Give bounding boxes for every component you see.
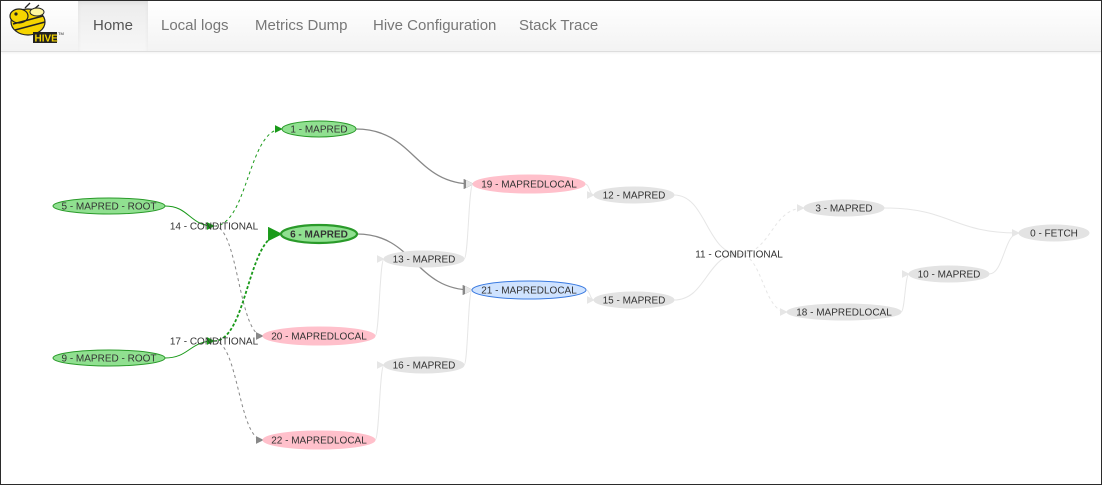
stage-node-5[interactable]: 5 - MAPRED - ROOT bbox=[52, 197, 166, 215]
stage-node-1[interactable]: 1 - MAPRED bbox=[281, 120, 357, 138]
stage-node-0[interactable]: 0 - FETCH bbox=[1018, 224, 1090, 242]
edge-n12-to-n11 bbox=[673, 194, 740, 258]
stage-node-shape-21 bbox=[471, 280, 587, 300]
stage-node-18[interactable]: 18 - MAPREDLOCAL bbox=[786, 303, 902, 321]
stage-node-shape-3 bbox=[803, 199, 885, 217]
edge-n19-to-n12 bbox=[584, 183, 595, 199]
stage-node-shape-20 bbox=[262, 326, 376, 346]
tab-home-label: Home bbox=[93, 17, 134, 34]
stage-node-6[interactable]: 6 - MAPRED bbox=[279, 223, 359, 245]
stage-node-22[interactable]: 22 - MAPREDLOCAL bbox=[262, 430, 376, 450]
stage-node-shape-0 bbox=[1018, 224, 1090, 242]
stage-node-label-15: 15 - MAPRED bbox=[603, 296, 666, 307]
stage-node-label-14: 14 - CONDITIONAL bbox=[170, 222, 259, 233]
tab-metrics-dump-label: Metrics Dump bbox=[255, 17, 348, 34]
edge-n13-to-n19 bbox=[463, 180, 474, 260]
hive-logo[interactable]: HIVE TM bbox=[3, 2, 65, 48]
edge-n11-to-n18 bbox=[738, 253, 788, 316]
tab-local-logs[interactable]: Local logs bbox=[146, 1, 244, 51]
hive-bee-icon: HIVE TM bbox=[9, 2, 64, 45]
edge-n10-to-n0 bbox=[988, 229, 1020, 275]
stage-node-label-16: 16 - MAPRED bbox=[393, 361, 456, 372]
stage-node-14[interactable]: 14 - CONDITIONAL bbox=[170, 222, 259, 233]
stage-node-shape-13 bbox=[383, 250, 465, 268]
stage-node-12[interactable]: 12 - MAPRED bbox=[593, 186, 675, 204]
stage-node-shape-15 bbox=[593, 291, 675, 309]
stage-node-label-5: 5 - MAPRED - ROOT bbox=[61, 202, 156, 213]
stage-node-19[interactable]: 19 - MAPREDLOCAL bbox=[472, 174, 586, 194]
stage-node-shape-6 bbox=[279, 223, 359, 245]
stage-node-13[interactable]: 13 - MAPRED bbox=[383, 250, 465, 268]
stage-node-label-10: 10 - MAPRED bbox=[918, 270, 981, 281]
stage-node-shape-10 bbox=[908, 265, 990, 283]
stage-node-label-3: 3 - MAPRED bbox=[815, 204, 872, 215]
tab-stack-trace-label: Stack Trace bbox=[519, 17, 599, 34]
tab-local-logs-label: Local logs bbox=[161, 17, 229, 34]
stage-node-20[interactable]: 20 - MAPREDLOCAL bbox=[262, 326, 376, 346]
stage-node-10[interactable]: 10 - MAPRED bbox=[908, 265, 990, 283]
stage-node-shape-19 bbox=[472, 174, 586, 194]
stage-node-label-17: 17 - CONDITIONAL bbox=[170, 337, 259, 348]
stage-node-label-19: 19 - MAPREDLOCAL bbox=[481, 180, 577, 191]
tab-stack-trace[interactable]: Stack Trace bbox=[504, 1, 613, 51]
tab-home[interactable]: Home bbox=[78, 1, 149, 51]
edge-n22-to-n16 bbox=[374, 361, 385, 441]
stage-node-3[interactable]: 3 - MAPRED bbox=[803, 199, 885, 217]
edge-n17-to-n6 bbox=[213, 226, 283, 342]
stage-node-label-22: 22 - MAPREDLOCAL bbox=[271, 436, 367, 447]
tab-hive-configuration[interactable]: Hive Configuration bbox=[358, 1, 511, 51]
stage-node-shape-5 bbox=[52, 197, 166, 215]
stage-node-label-12: 12 - MAPRED bbox=[603, 191, 666, 202]
edge-n16-to-n21 bbox=[463, 286, 473, 366]
stage-node-label-18: 18 - MAPREDLOCAL bbox=[796, 308, 892, 319]
stage-node-label-13: 13 - MAPRED bbox=[393, 255, 456, 266]
stage-node-shape-12 bbox=[593, 186, 675, 204]
tab-hive-configuration-label: Hive Configuration bbox=[373, 17, 497, 34]
stage-node-label-1: 1 - MAPRED bbox=[290, 125, 347, 136]
edge-n5-to-n14 bbox=[164, 205, 215, 230]
edge-n18-to-n10 bbox=[900, 270, 910, 313]
stage-node-shape-22 bbox=[262, 430, 376, 450]
stage-node-label-6: 6 - MAPRED bbox=[290, 230, 348, 241]
stage-node-label-11: 11 - CONDITIONAL bbox=[695, 250, 783, 261]
stage-node-15[interactable]: 15 - MAPRED bbox=[593, 291, 675, 309]
stage-node-11[interactable]: 11 - CONDITIONAL bbox=[695, 250, 783, 261]
edge-n11-to-n3 bbox=[738, 204, 805, 255]
edge-n1-to-n19 bbox=[355, 128, 475, 190]
edge-n3-to-n0 bbox=[883, 207, 1020, 237]
stage-node-9[interactable]: 9 - MAPRED - ROOT bbox=[52, 349, 166, 367]
edge-n20-to-n13 bbox=[374, 255, 385, 337]
edge-n14-to-n20 bbox=[213, 225, 264, 340]
graph-nodes: 1 - MAPRED 5 - MAPRED - ROOT 14 - CONDITIO… bbox=[52, 120, 1090, 450]
edge-n15-to-n11 bbox=[673, 250, 740, 301]
hive-wordmark: HIVE bbox=[35, 34, 59, 45]
stage-node-shape-1 bbox=[281, 120, 357, 138]
stage-node-shape-16 bbox=[383, 356, 465, 374]
edge-n21-to-n15 bbox=[585, 289, 595, 304]
stage-node-label-21: 21 - MAPREDLOCAL bbox=[481, 286, 577, 297]
stage-node-shape-18 bbox=[786, 303, 902, 321]
tab-metrics-dump[interactable]: Metrics Dump bbox=[240, 1, 363, 51]
stage-node-label-0: 0 - FETCH bbox=[1030, 229, 1078, 240]
stage-dependency-graph: 1 - MAPRED 5 - MAPRED - ROOT 14 - CONDITIO… bbox=[52, 120, 1090, 450]
svg-text:TM: TM bbox=[58, 31, 64, 36]
stage-node-label-9: 9 - MAPRED - ROOT bbox=[61, 354, 156, 365]
stage-node-shape-9 bbox=[52, 349, 166, 367]
graph-edges bbox=[164, 125, 1020, 444]
edge-n9-to-n17 bbox=[164, 337, 215, 359]
stage-node-17[interactable]: 17 - CONDITIONAL bbox=[170, 337, 259, 348]
top-navbar: HIVE TM Home Local logs Metrics Dump Hiv… bbox=[1, 1, 1101, 52]
stage-node-16[interactable]: 16 - MAPRED bbox=[383, 356, 465, 374]
edge-n17-to-n22 bbox=[213, 340, 264, 444]
stage-node-21[interactable]: 21 - MAPREDLOCAL bbox=[471, 280, 587, 300]
stage-node-label-20: 20 - MAPREDLOCAL bbox=[271, 332, 367, 343]
edge-n14-to-n1 bbox=[213, 125, 283, 227]
